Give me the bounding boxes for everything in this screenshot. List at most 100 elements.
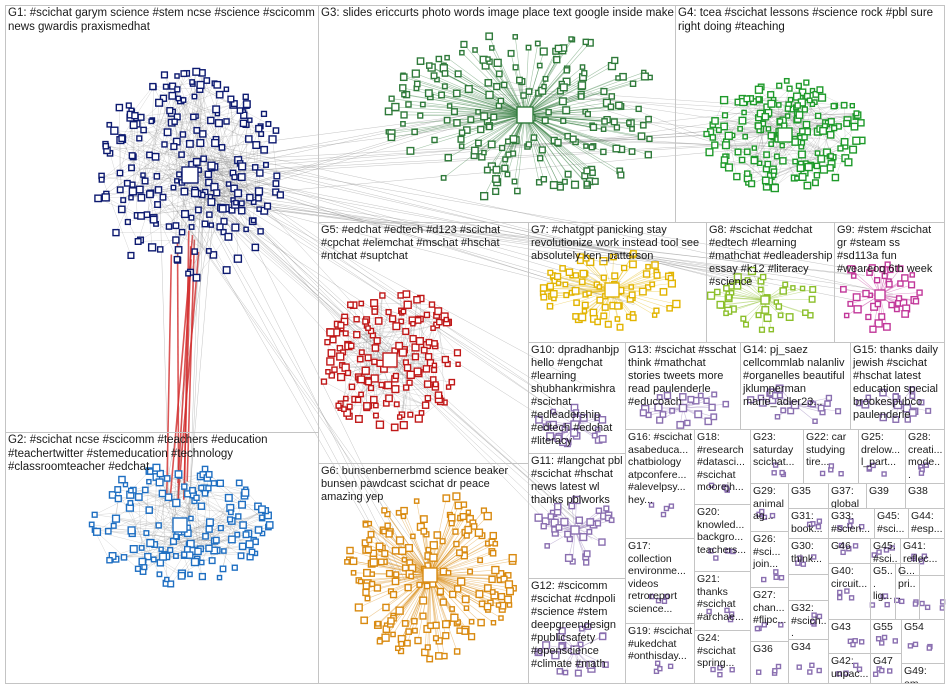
group-box-g8[interactable]: G8: #scichat #edchat #edtech #learning #… [706, 222, 835, 343]
group-box-g30[interactable]: G30: think... [788, 538, 829, 575]
group-box-g47[interactable]: G46 [828, 538, 871, 564]
group-box-g28[interactable]: G28: creati... mode... [905, 429, 945, 484]
group-box-g3[interactable]: G3: slides ericcurts photo words image p… [318, 5, 676, 223]
g3-spoke [524, 76, 584, 116]
group-box-g1[interactable]: G1: #scichat garym science #stem ncse #s… [5, 5, 319, 433]
g2-node [185, 551, 194, 559]
group-box-g35[interactable]: G35 [788, 483, 829, 509]
g4-edge [715, 120, 835, 129]
g1-edge [191, 128, 260, 228]
group-box-g29[interactable]: G29: animal ag... [750, 483, 789, 532]
group-box-g55[interactable] [919, 575, 945, 620]
g1-node [189, 79, 195, 85]
g3-spoke [524, 42, 591, 116]
group-box-g40[interactable]: G40: circuit... [828, 563, 871, 620]
group-box-g44[interactable]: G44: #esp... [908, 508, 945, 539]
group-box-g36[interactable]: G36 [750, 641, 789, 684]
group-box-g4[interactable]: G4: tcea #scichat lessons #science rock … [675, 5, 945, 223]
g3-spoke [444, 73, 526, 116]
g4-edge [758, 89, 803, 132]
g3-node [391, 102, 400, 112]
group-box-g19[interactable]: G19: #scichat #ukedchat #onthisday... [625, 623, 695, 684]
group-box-g52[interactable]: G... pri... [895, 563, 920, 620]
g2-node [194, 547, 202, 556]
group-box-g49[interactable]: G47 [870, 653, 902, 684]
g3-spoke [524, 114, 540, 183]
group-box-g20[interactable]: G20: knowled... backgro... teachers... [694, 504, 751, 572]
group-label-g54: G55 [873, 621, 893, 633]
group-box-g5[interactable]: G5: #edchat #edtech #d123 #scichat #cpch… [318, 222, 529, 464]
group-box-g17[interactable]: G17: collection environme... videos retr… [625, 538, 695, 624]
g5-edge [370, 316, 445, 332]
g3-node [450, 108, 458, 116]
g3-node [539, 47, 548, 56]
g3-node [483, 166, 491, 174]
g1-node [170, 143, 178, 151]
group-box-g11[interactable]: G11: #langchat pbl #scichat #hschat news… [528, 453, 626, 579]
group-box-g22[interactable]: G22: car studying tire... [803, 429, 859, 484]
group-box-g21[interactable]: G21: thanks #scichat #archae... [694, 571, 751, 631]
g3-node [411, 69, 420, 78]
group-box-g9[interactable]: G9: #stem #scichat gr #steam ss #sd113a … [834, 222, 945, 343]
g1-node [159, 193, 167, 201]
group-box-g43[interactable]: G43 [828, 619, 871, 654]
group-box-g51[interactable]: G5... lig... [870, 563, 896, 620]
group-box-g26[interactable]: G26: #sci... join... [750, 531, 789, 588]
group-box-g39[interactable]: G39 [866, 483, 906, 509]
group-label-g47: G46 [831, 540, 851, 552]
group-box-g12[interactable]: G12: #scicomm #scichat #cdnpoli #science… [528, 578, 626, 684]
g3-spoke [483, 114, 526, 197]
group-box-g14[interactable]: G14: pj_saez cellcommlab nalanliv #organ… [740, 342, 851, 430]
group-box-g23[interactable]: G23: saturday scichat... [750, 429, 804, 484]
group-box-g6[interactable]: G6: bunsenbernerbmd science beaker bunse… [318, 463, 529, 684]
group-box-g32[interactable]: G32: #scich... [788, 600, 829, 640]
group-box-g37[interactable]: G37: global [828, 483, 867, 509]
group-box-g18[interactable]: G18: #research #datasci... #scichat moor… [694, 429, 751, 505]
g1-edge [152, 87, 155, 121]
g2-edge [154, 476, 157, 545]
group-box-g25[interactable]: G25: drelow... l_part... [858, 429, 906, 484]
group-box-g45[interactable]: G45: #sci... [874, 508, 909, 539]
group-box-g42[interactable]: G42: unpac... [828, 653, 871, 684]
group-box-g16[interactable]: G16: #scichat asabeduca... chatbiology a… [625, 429, 695, 539]
group-box-g2[interactable]: G2: #scichat ncse #scicomm #teachers #ed… [5, 432, 319, 684]
g2-node [187, 571, 193, 578]
group-box-g53[interactable]: G54 [901, 619, 945, 664]
g3-spoke [420, 114, 526, 116]
g4-edge [814, 101, 857, 141]
group-box-g34[interactable]: G34 [788, 639, 829, 684]
inter-edge [549, 133, 821, 153]
g3-node [512, 64, 519, 71]
group-box-g15[interactable]: G15: thanks daily jewish #scichat #hscha… [850, 342, 945, 430]
group-box-g38[interactable]: G38 [905, 483, 945, 509]
g3-node [541, 83, 547, 90]
group-box-g13[interactable]: G13: #scichat #sschat think #mathchat st… [625, 342, 741, 430]
g4-node [767, 91, 775, 99]
group-box-g10[interactable]: G10: dpradhanbjp hello #engchat #learnin… [528, 342, 626, 454]
g1-node [233, 254, 243, 263]
g1-edge [138, 239, 176, 242]
g5-edge [340, 330, 372, 404]
g3-node [581, 70, 588, 77]
group-box-g24[interactable]: G24: #scichat spring... [694, 630, 751, 684]
g4-node [750, 156, 759, 165]
group-box-g50[interactable]: G49: em... [901, 663, 945, 684]
inter-edge [214, 108, 519, 149]
g4-edge [781, 145, 795, 179]
g2-edge [145, 489, 247, 535]
group-box-g27[interactable]: G27: chan... #flipc... [750, 587, 789, 642]
group-box-g31[interactable]: G31: book... [788, 508, 829, 539]
g1-node [218, 204, 227, 213]
group-box-g7[interactable]: G7: #chatgpt panicking stay revolutioniz… [528, 222, 707, 343]
group-box-g46[interactable]: G45: #sci... [870, 538, 901, 564]
g1-hub [181, 166, 199, 184]
g3-node [452, 89, 461, 98]
g3-spoke [524, 85, 583, 116]
group-box-g54[interactable]: G55 [870, 619, 902, 654]
g1-node [181, 210, 190, 219]
g3-node [536, 62, 543, 69]
g5-edge [351, 305, 408, 387]
g1-node [227, 95, 235, 103]
group-box-g33[interactable]: G33: #scien... [828, 508, 875, 539]
g4-edge [774, 160, 784, 187]
